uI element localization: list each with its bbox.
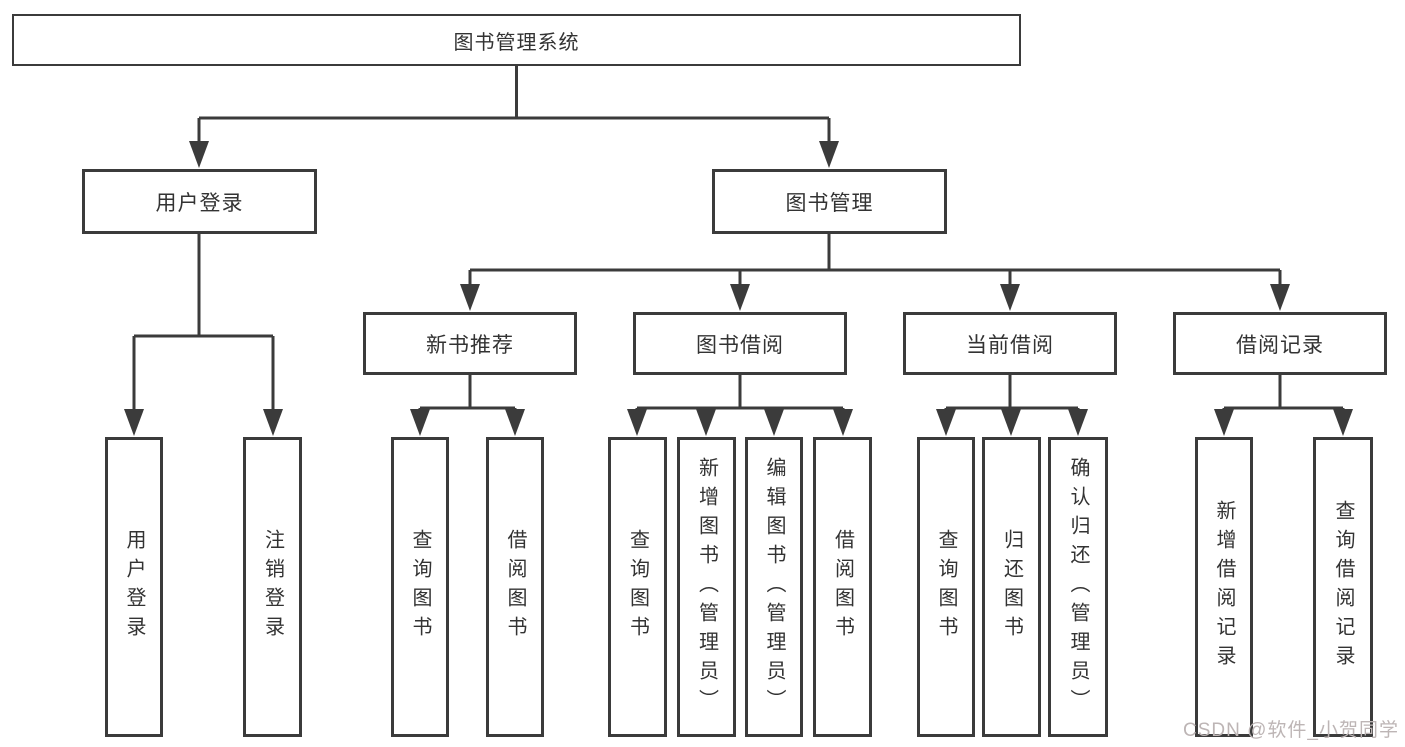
leaf-label: 查询借阅记录 <box>1332 500 1354 674</box>
node-user-login: 用户登录 <box>82 169 317 234</box>
node-book-management: 图书管理 <box>712 169 947 234</box>
leaf-label: 确认归还（管理员） <box>1067 456 1089 718</box>
leaf-logout: 注销登录 <box>243 437 302 737</box>
leaf-borrowing-add-books-admin: 新增图书（管理员） <box>677 437 736 737</box>
leaf-current-query-books: 查询图书 <box>917 437 975 737</box>
leaf-newrec-query-books: 查询图书 <box>391 437 449 737</box>
node-book-borrowing: 图书借阅 <box>633 312 847 375</box>
leaf-label: 归还图书 <box>1000 529 1023 645</box>
leaf-label: 借阅图书 <box>831 529 854 645</box>
leaf-label: 查询图书 <box>626 529 649 645</box>
leaf-label: 新增借阅记录 <box>1213 500 1235 674</box>
leaf-label: 新增图书（管理员） <box>695 456 718 718</box>
leaf-newrec-borrow-books: 借阅图书 <box>486 437 544 737</box>
leaf-label: 借阅图书 <box>504 529 526 645</box>
node-current-borrowing: 当前借阅 <box>903 312 1117 375</box>
leaf-label: 编辑图书（管理员） <box>763 456 785 718</box>
leaf-label: 注销登录 <box>261 529 284 645</box>
elbow-connectors <box>132 66 1345 414</box>
leaf-borrowing-edit-books-admin: 编辑图书（管理员） <box>745 437 803 737</box>
leaf-current-return-books: 归还图书 <box>982 437 1041 737</box>
leaf-borrowing-query-books: 查询图书 <box>608 437 667 737</box>
leaf-current-confirm-return-admin: 确认归还（管理员） <box>1048 437 1108 737</box>
leaf-user-login: 用户登录 <box>105 437 163 737</box>
leaf-label: 用户登录 <box>123 529 145 645</box>
leaf-label: 查询图书 <box>935 529 957 645</box>
leaf-records-add-record: 新增借阅记录 <box>1195 437 1253 737</box>
leaf-records-query-record: 查询借阅记录 <box>1313 437 1373 737</box>
node-new-book-recommend: 新书推荐 <box>363 312 577 375</box>
leaf-borrowing-borrow-books: 借阅图书 <box>813 437 872 737</box>
arrowhead-icons <box>124 141 1353 436</box>
node-borrowing-records: 借阅记录 <box>1173 312 1387 375</box>
node-library-management-system: 图书管理系统 <box>12 14 1021 66</box>
leaf-label: 查询图书 <box>409 529 431 645</box>
csdn-watermark: CSDN @软件_小贺同学 <box>1183 720 1399 741</box>
